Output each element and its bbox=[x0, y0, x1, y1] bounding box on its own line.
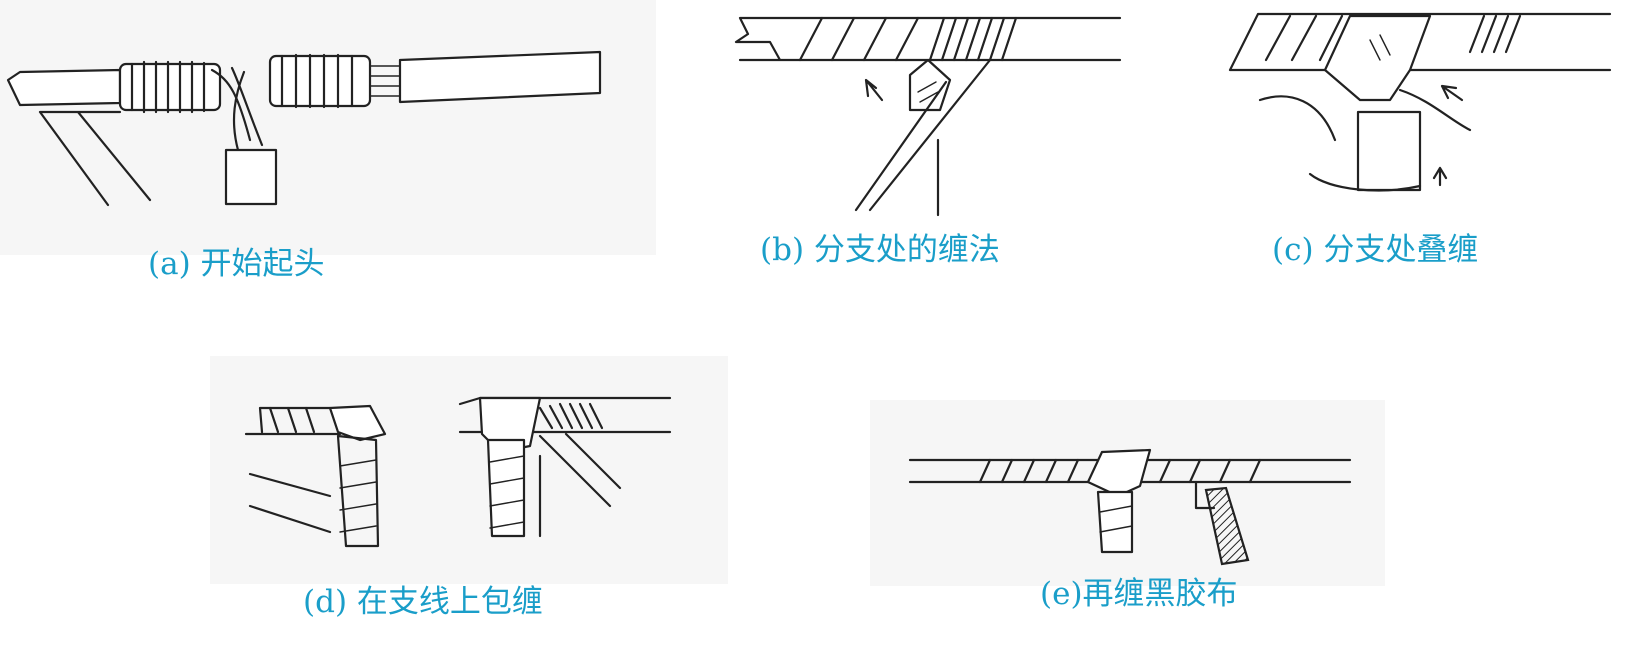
left-coil bbox=[118, 60, 222, 114]
branch-wrap-left bbox=[244, 404, 387, 548]
illustration-a-start-winding bbox=[0, 0, 656, 255]
illustration-e-black-tape bbox=[870, 400, 1385, 586]
illustration-b-branch-winding bbox=[734, 16, 1122, 217]
caption-a: (a) 开始起头 bbox=[148, 246, 325, 282]
panel-a: (a) 开始起头 bbox=[0, 0, 660, 300]
right-coil bbox=[268, 53, 372, 109]
caption-c: (c) 分支处叠缠 bbox=[1272, 232, 1479, 268]
panel-d: (d) 在支线上包缠 bbox=[210, 356, 730, 636]
illustration-c-branch-overlap bbox=[1228, 12, 1612, 192]
branch-wrap-right bbox=[458, 396, 672, 538]
illustration-d-branch-wrap bbox=[210, 356, 728, 584]
panel-e: (e)再缠黑胶布 bbox=[870, 400, 1390, 640]
panel-b: (b) 分支处的缠法 bbox=[734, 0, 1140, 300]
panel-c: (c) 分支处叠缠 bbox=[1228, 0, 1639, 300]
caption-b: (b) 分支处的缠法 bbox=[760, 232, 1000, 268]
caption-d: (d) 在支线上包缠 bbox=[303, 584, 543, 620]
caption-e: (e)再缠黑胶布 bbox=[1040, 576, 1238, 612]
